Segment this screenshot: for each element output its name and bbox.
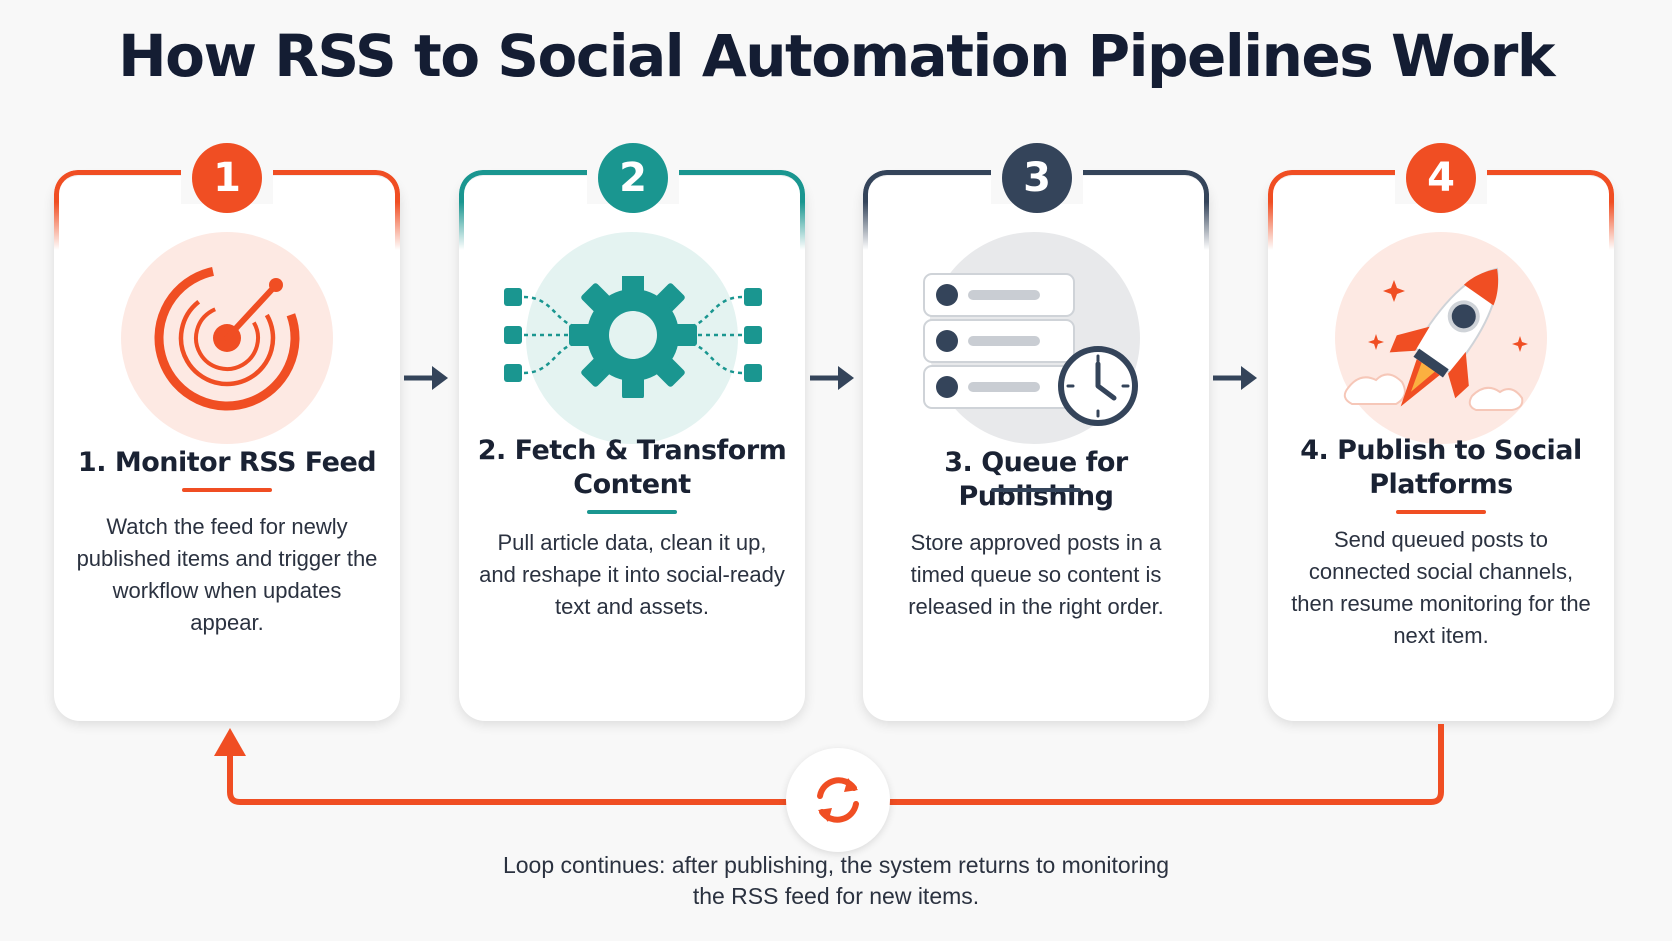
step-4-title: 4. Publish to Social Platforms xyxy=(1300,435,1582,500)
queue-clock-icon xyxy=(923,273,1138,426)
step-2-title: 2. Fetch & Transform Content xyxy=(477,435,787,500)
arrow-right-icon xyxy=(810,366,854,390)
page-title: How RSS to Social Automation Pipelines W… xyxy=(118,22,1555,90)
step-2-badge: 2 xyxy=(598,143,668,213)
gear-transform-icon xyxy=(504,276,762,398)
step-3-underline xyxy=(991,488,1081,492)
arrow-right-icon xyxy=(1213,366,1257,390)
step-1-description: Watch the feed for newly published items… xyxy=(76,514,378,635)
loop-description: Loop continues: after publishing, the sy… xyxy=(502,852,1170,909)
arrow-right-icon xyxy=(404,366,448,390)
step-2-underline xyxy=(587,510,677,514)
radar-target-icon xyxy=(154,265,300,411)
step-1-title: 1. Monitor RSS Feed xyxy=(77,447,377,478)
step-3-title: 3. Queue for Publishing xyxy=(944,447,1128,512)
step-1-badge: 1 xyxy=(192,143,262,213)
rocket-icon xyxy=(1343,267,1528,411)
step-3-description: Store approved posts in a timed queue so… xyxy=(908,530,1164,619)
step-3-badge: 3 xyxy=(1002,143,1072,213)
step-1-underline xyxy=(182,488,272,492)
step-4-underline xyxy=(1396,510,1486,514)
step-2-description: Pull article data, clean it up, and resh… xyxy=(479,530,785,619)
step-4-badge: 4 xyxy=(1406,143,1476,213)
loop-icon-circle xyxy=(786,748,890,852)
step-4-description: Send queued posts to connected social ch… xyxy=(1291,527,1591,648)
refresh-loop-icon xyxy=(817,777,859,823)
